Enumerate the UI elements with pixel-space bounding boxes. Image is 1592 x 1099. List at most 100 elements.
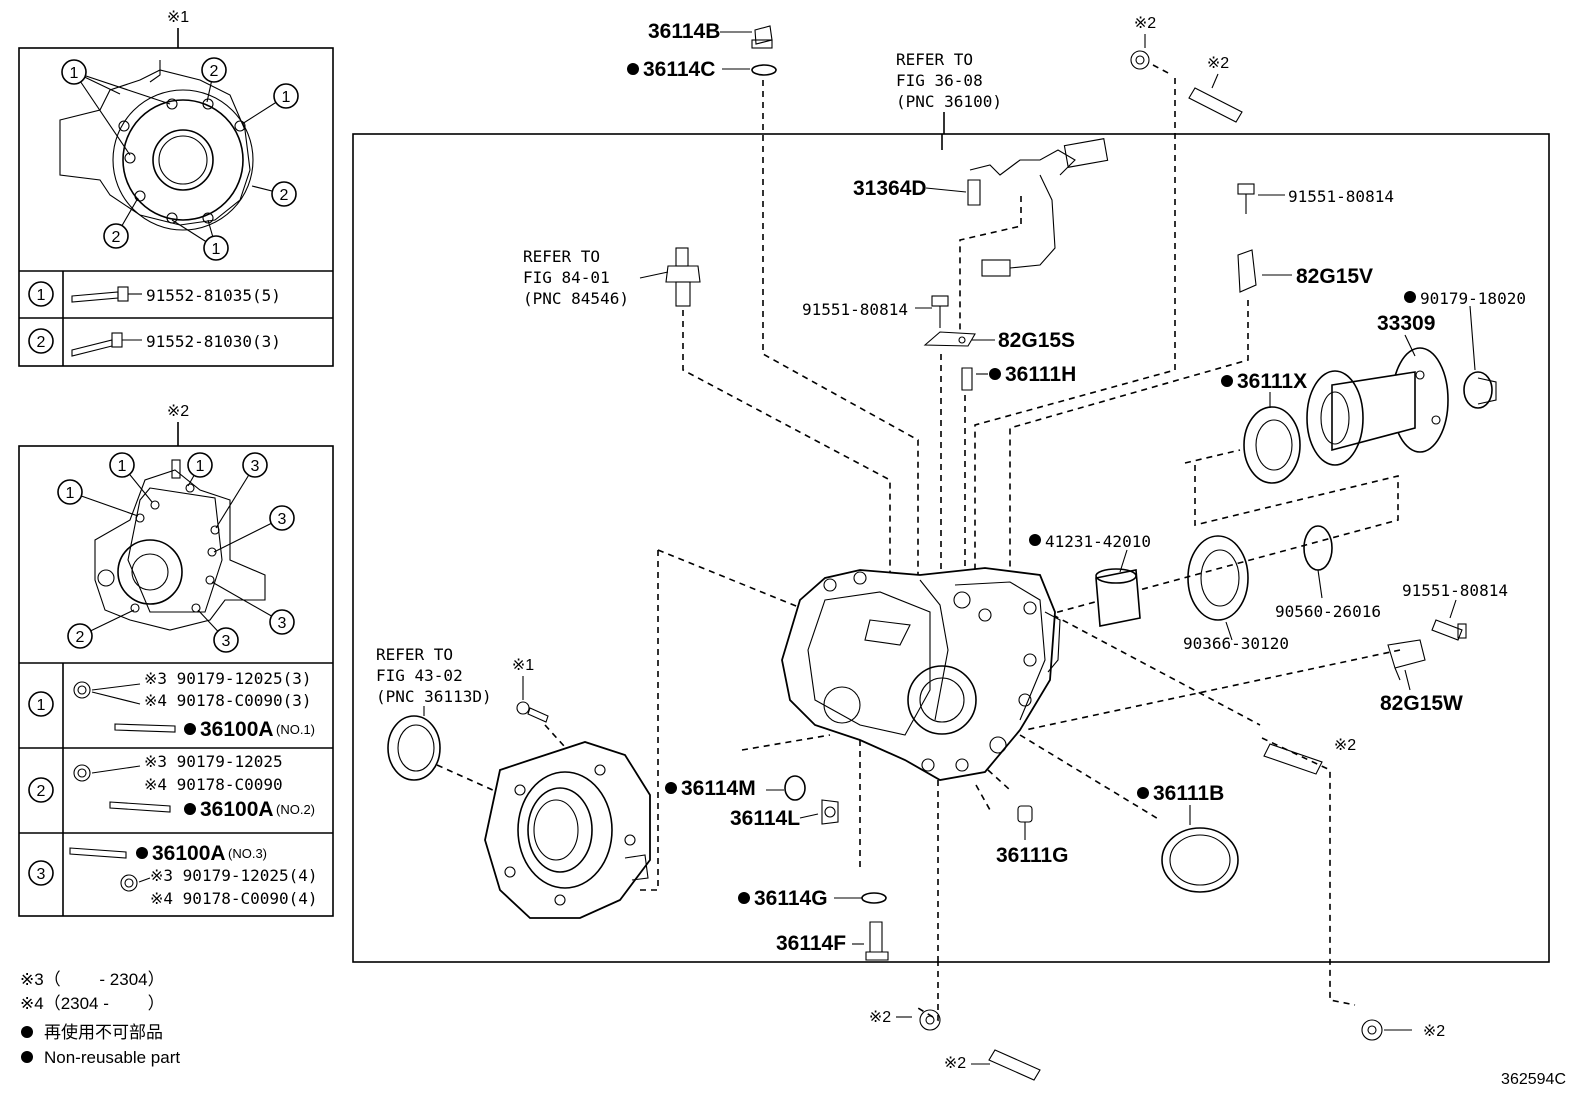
inset-2: ※2 1 1 1 xyxy=(18,403,334,917)
svg-text:1: 1 xyxy=(282,89,291,106)
label-36114M: 36114M xyxy=(681,777,756,800)
transaxle-case xyxy=(781,567,1061,781)
label-33309: 33309 xyxy=(1377,312,1435,335)
inset2-row2-line1: ※3 90179-12025 xyxy=(144,752,283,771)
svg-text:1: 1 xyxy=(118,458,127,475)
oil-seal-left xyxy=(387,715,441,781)
flange-33309: 33309 xyxy=(1306,312,1449,466)
seal-36111B: 36111B xyxy=(1137,782,1239,893)
refer-3: REFER TO FIG 43-02 (PNC 36113D) xyxy=(376,645,492,716)
left-cover xyxy=(484,741,651,919)
bracket-82G15W: 82G15W xyxy=(1380,639,1463,715)
legend-line3: 再使用不可部品 xyxy=(44,1022,163,1042)
legend-line4: Non-reusable part xyxy=(44,1048,180,1067)
inset2-row2-line2: ※4 90178-C0090 xyxy=(144,775,283,794)
bolt-91551c: 91551-80814 xyxy=(1402,581,1508,641)
svg-text:3: 3 xyxy=(222,633,231,650)
plug-36114F: 36114F xyxy=(776,921,889,961)
svg-text:FIG 36-08: FIG 36-08 xyxy=(896,71,983,90)
inset2-row1-note: (NO.1) xyxy=(276,722,315,737)
nut-top: ※2 xyxy=(1130,15,1173,76)
svg-text:3: 3 xyxy=(278,511,287,528)
label-91551a: 91551-80814 xyxy=(802,300,908,319)
inset2-row3-part: 36100A xyxy=(152,842,226,865)
stud-top: ※2 xyxy=(1188,55,1243,123)
inset2-row3-line2: ※4 90178-C0090(4) xyxy=(150,889,318,908)
inset2-row2-note: (NO.2) xyxy=(276,802,315,817)
svg-text:※2: ※2 xyxy=(869,1009,891,1026)
inset2-row-1: 1 ※3 90179-12025(3) ※4 90178-C0090(3) 36… xyxy=(28,669,315,741)
bearing-90366: 90366-30120 xyxy=(1183,535,1289,653)
label-91551c: 91551-80814 xyxy=(1402,581,1508,600)
svg-text:FIG 43-02: FIG 43-02 xyxy=(376,666,463,685)
washer-36114C: 36114C xyxy=(627,58,777,81)
harness-31364D: 31364D xyxy=(853,138,1109,277)
legend-line1: ※3（ - 2304） xyxy=(20,970,165,989)
svg-text:※2: ※2 xyxy=(1134,15,1156,32)
svg-text:(PNC 36100): (PNC 36100) xyxy=(896,92,1002,111)
label-36114G: 36114G xyxy=(754,887,828,910)
refer-2: REFER TO FIG 84-01 (PNC 84546) xyxy=(523,247,669,308)
inset-1: ※1 1 2 xyxy=(18,9,334,367)
sensor xyxy=(665,247,701,307)
inset2-row1-part: 36100A xyxy=(200,718,274,741)
plug-36114B: 36114B xyxy=(648,20,773,49)
svg-text:REFER TO: REFER TO xyxy=(896,50,973,69)
inset2-row1-line2: ※4 90178-C0090(3) xyxy=(144,691,312,710)
svg-text:2: 2 xyxy=(37,334,46,351)
sleeve-41231: 41231-42010 xyxy=(1029,532,1151,627)
label-36114C: 36114C xyxy=(643,58,715,81)
svg-text:3: 3 xyxy=(278,615,287,632)
inset2-callouts: 1 1 1 3 3 3 3 2 xyxy=(57,452,295,653)
inset2-row2-part: 36100A xyxy=(200,798,274,821)
svg-text:※2: ※2 xyxy=(1207,55,1229,72)
inset2-row3-note: (NO.3) xyxy=(228,846,267,861)
svg-text:2: 2 xyxy=(112,229,121,246)
label-82G15S: 82G15S xyxy=(998,329,1075,352)
svg-text:(PNC 36113D): (PNC 36113D) xyxy=(376,687,492,706)
nut-90179: 90179-18020 xyxy=(1404,289,1526,409)
housing-sketch-2 xyxy=(94,459,266,631)
inset1-row-2: 2 91552-81030(3) xyxy=(28,328,281,357)
svg-text:※2: ※2 xyxy=(944,1055,966,1072)
plug-36114L: 36114L xyxy=(730,799,839,830)
label-36114B: 36114B xyxy=(648,20,720,43)
seal-36111X: 36111X xyxy=(1221,370,1307,484)
inset1-row1-part: 91552-81035(5) xyxy=(146,286,281,305)
svg-text:2: 2 xyxy=(280,187,289,204)
inset1-mark: ※1 xyxy=(167,9,189,26)
pin-36111G: 36111G xyxy=(996,805,1068,867)
bolt-91551b: 91551-80814 xyxy=(1237,183,1394,214)
svg-text:3: 3 xyxy=(251,458,260,475)
figure-id: 362594C xyxy=(1501,1071,1566,1088)
svg-text:2: 2 xyxy=(210,63,219,80)
svg-text:1: 1 xyxy=(37,697,46,714)
label-36111X: 36111X xyxy=(1237,370,1307,393)
svg-text:(PNC 84546): (PNC 84546) xyxy=(523,289,629,308)
washer-36114M: 36114M xyxy=(665,775,806,801)
svg-text:1: 1 xyxy=(70,65,79,82)
label-36114F: 36114F xyxy=(776,932,846,955)
svg-text:3: 3 xyxy=(37,866,46,883)
label-90560: 90560-26016 xyxy=(1275,602,1381,621)
nut-bottom: ※2 xyxy=(869,1009,941,1031)
plug-36111H: 36111H xyxy=(961,363,1076,391)
label-91551b: 91551-80814 xyxy=(1288,187,1394,206)
stud-bottom: ※2 xyxy=(944,1049,1041,1081)
inset1-callouts: 1 2 1 2 2 1 xyxy=(61,57,299,261)
svg-text:※1: ※1 xyxy=(512,657,534,674)
ring-90560: 90560-26016 xyxy=(1275,525,1381,621)
washer-36114G: 36114G xyxy=(738,887,887,910)
svg-text:2: 2 xyxy=(37,783,46,800)
refer-1: REFER TO FIG 36-08 (PNC 36100) xyxy=(896,50,1002,134)
label-36111G: 36111G xyxy=(996,844,1068,867)
inset1-row-1: 1 91552-81035(5) xyxy=(28,281,281,307)
bolt-mark1: ※1 xyxy=(512,657,549,723)
label-90179: 90179-18020 xyxy=(1420,289,1526,308)
label-82G15W: 82G15W xyxy=(1380,692,1463,715)
label-90366: 90366-30120 xyxy=(1183,634,1289,653)
bolt-91551a: 91551-80814 xyxy=(802,295,949,328)
svg-text:2: 2 xyxy=(76,629,85,646)
nut-bottom-right: ※2 xyxy=(1361,1019,1445,1041)
